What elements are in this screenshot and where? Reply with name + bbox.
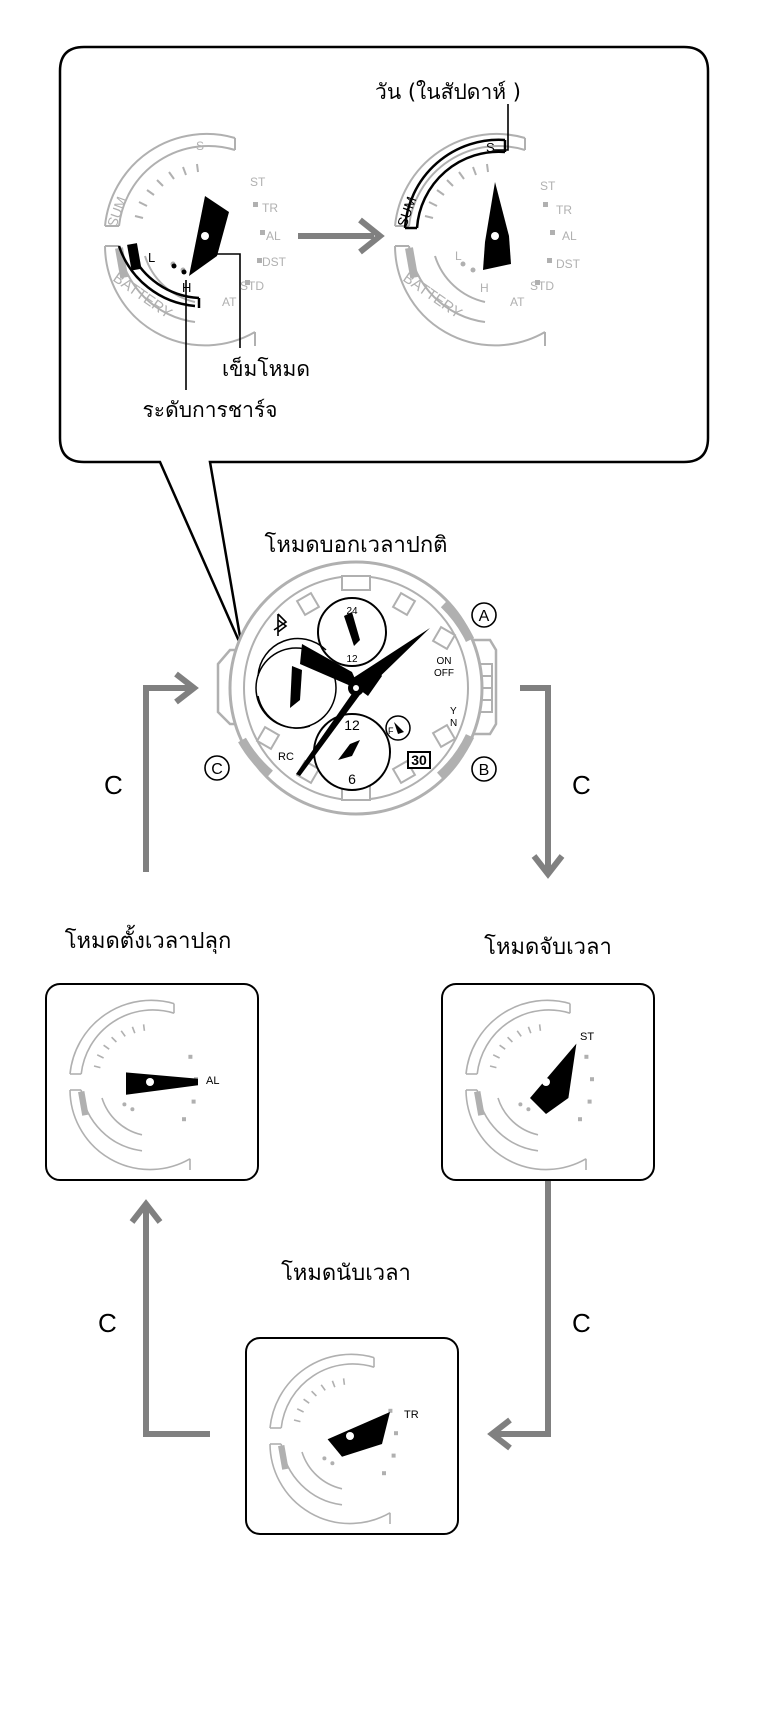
lower-subdial-6-label: 6 <box>348 771 356 787</box>
svg-text:B: B <box>479 762 490 779</box>
normal-mode-title: โหมดบอกเวลาปกติ <box>265 532 448 558</box>
callout-dial-after <box>394 132 556 347</box>
date-window: 30 <box>411 752 427 768</box>
dial-at-right: AT <box>510 295 525 309</box>
n-label: N <box>450 718 457 729</box>
transition-c-right-bottom: C <box>572 1308 591 1338</box>
callout-h-marker: H <box>182 280 191 295</box>
stopwatch-mode-title: โหมดจับเวลา <box>484 934 612 960</box>
dial-l-right: L <box>455 249 462 263</box>
mode-hand-label: เข็มโหมด <box>222 355 310 381</box>
dial-tr-right: TR <box>556 203 572 217</box>
on-label: ON <box>437 656 452 667</box>
transition-c-left-top: C <box>104 770 123 800</box>
alarm-mode-box: AL <box>45 983 259 1181</box>
callout-l-marker: L <box>148 250 155 265</box>
svg-text:A: A <box>479 608 490 625</box>
lower-subdial-12-label: 12 <box>344 717 360 733</box>
flow-arrows <box>129 671 565 1451</box>
dial-std-left: STD <box>240 279 264 293</box>
alarm-mode-title: โหมดตั้งเวลาปลุก <box>65 925 232 954</box>
subdial-12-label: 12 <box>346 654 358 665</box>
mode-hand <box>483 182 511 270</box>
callout-dial-before <box>104 132 266 347</box>
dial-al-right: AL <box>562 229 577 243</box>
dial-dst-right: DST <box>556 257 581 271</box>
dial-tr-left: TR <box>262 201 278 215</box>
off-label: OFF <box>434 668 454 679</box>
callout-panel <box>58 45 710 649</box>
dial-day-s-left: S <box>196 139 204 153</box>
timer-mode-title: โหมดนับเวลา <box>281 1260 411 1286</box>
watch-face <box>216 560 498 816</box>
stopwatch-mode-box: ST <box>441 983 655 1181</box>
timer-mode-box: TR <box>245 1337 459 1535</box>
dial-dst-left: DST <box>262 255 287 269</box>
svg-text:C: C <box>211 761 223 778</box>
transition-c-left-bottom: C <box>98 1308 117 1338</box>
rc-label: RC <box>278 751 294 763</box>
dial-st-left: ST <box>250 175 266 189</box>
alarm-al-marker: AL <box>206 1075 219 1087</box>
dial-std-right: STD <box>530 279 554 293</box>
callout-day-s-right: S <box>486 140 495 155</box>
day-of-week-label: วัน (ในสัปดาห์ ) <box>375 80 521 104</box>
callout-arrow <box>298 217 385 255</box>
dial-at-left: AT <box>222 295 237 309</box>
button-a[interactable]: A <box>471 602 497 628</box>
y-label: Y <box>450 706 457 717</box>
button-c[interactable]: C <box>204 755 230 781</box>
dial-al-left: AL <box>266 229 281 243</box>
stopwatch-st-marker: ST <box>580 1031 594 1043</box>
transition-c-right-top: C <box>572 770 591 800</box>
dial-h-right: H <box>480 281 489 295</box>
charge-level-label: ระดับการชาร์จ <box>143 398 278 422</box>
subdial-24-label: 24 <box>346 606 358 617</box>
dial-st-right: ST <box>540 179 556 193</box>
f-label: F <box>388 726 394 736</box>
timer-tr-marker: TR <box>404 1409 419 1421</box>
button-b[interactable]: B <box>471 756 497 782</box>
